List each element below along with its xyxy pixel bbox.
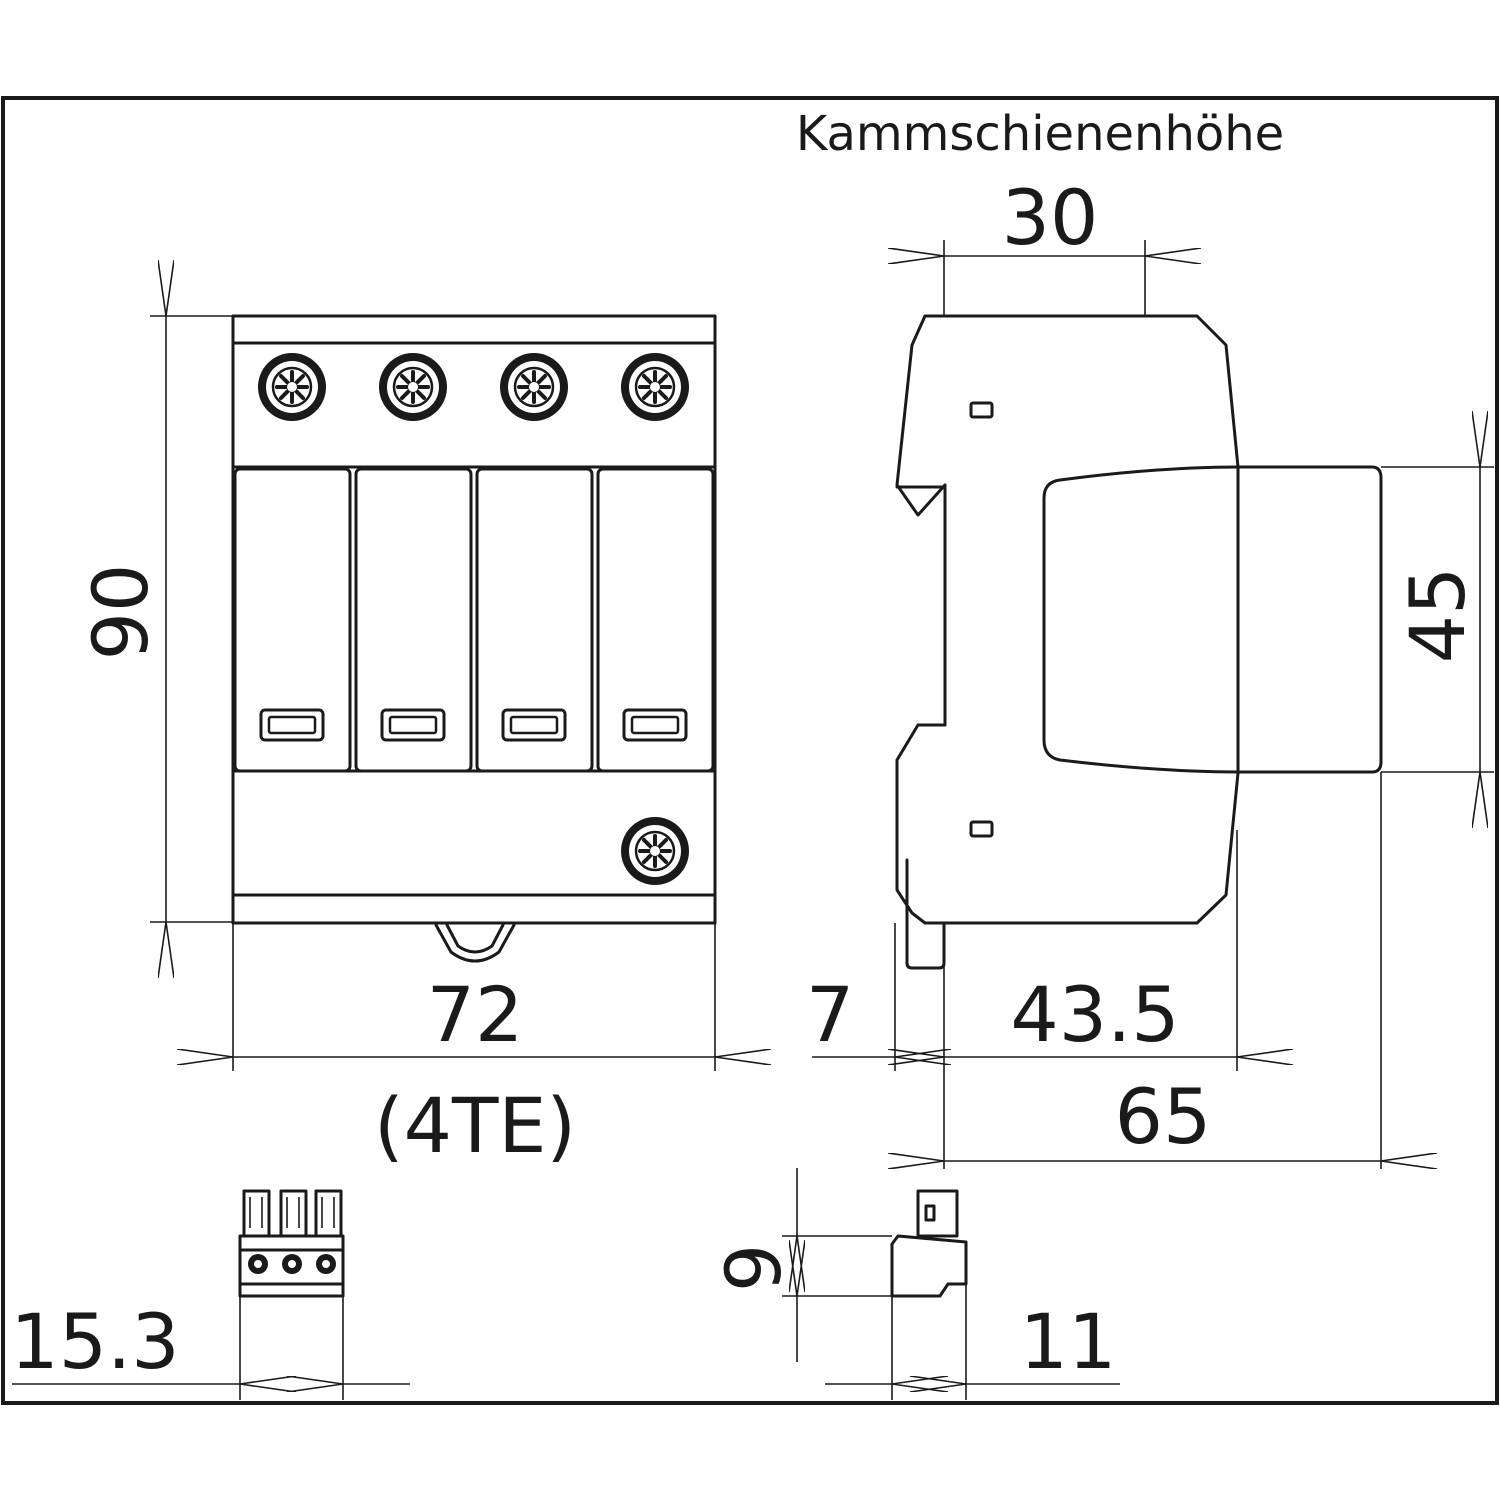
dim-rail-height-30: 30 [944, 173, 1145, 316]
side-view: Kammschienenhöhe [796, 106, 1383, 970]
side-housing [895, 314, 1240, 925]
plug-detail [890, 1189, 968, 1298]
screw-terminal-icon [377, 351, 449, 423]
status-window-icon [380, 708, 446, 742]
plug-module-side [1042, 465, 1383, 774]
dim-front-height-45: 45 [1381, 467, 1494, 772]
dim-offset-7: 7 [806, 923, 944, 1169]
depth-65-label: 65 [1115, 1072, 1212, 1161]
dim-connector-15-3: 15.3 [10, 1296, 410, 1400]
protection-module [233, 467, 352, 773]
din-foot [905, 921, 946, 970]
width-72-label: 72 [427, 970, 524, 1059]
dim-plug-11: 11 [825, 1284, 1120, 1400]
front-view [231, 314, 717, 963]
depth-43-5-label: 43.5 [1010, 970, 1179, 1059]
plug-9-label: 9 [709, 1244, 798, 1292]
status-window-icon [501, 708, 567, 742]
drawing-frame [1, 96, 1499, 1405]
protection-module [354, 467, 473, 773]
front-height-45-label: 45 [1393, 567, 1482, 664]
status-window-icon [622, 708, 688, 742]
rail-height-caption: Kammschienenhöhe [796, 106, 1284, 162]
screw-terminal-icon [619, 351, 691, 423]
connector-detail [238, 1189, 345, 1298]
dim-depth-43-5: 43.5 [944, 830, 1237, 1071]
dim-width-72: 72 (4TE) [233, 923, 715, 1170]
screw-terminal-icon [498, 351, 570, 423]
protection-module [596, 467, 715, 773]
rail-height-30-label: 30 [1002, 173, 1099, 262]
connector-15-3-label: 15.3 [10, 1297, 179, 1386]
screw-terminal-icon [619, 815, 691, 887]
width-4te-label: (4TE) [374, 1081, 576, 1170]
status-window-icon [259, 708, 325, 742]
dim-plug-9: 9 [709, 1168, 892, 1362]
protection-module [475, 467, 594, 773]
screw-terminal-icon [256, 351, 328, 423]
front-housing [231, 314, 717, 925]
offset-7-label: 7 [806, 970, 854, 1059]
din-clip [434, 923, 516, 963]
plug-11-label: 11 [1020, 1297, 1117, 1386]
height-90-label: 90 [76, 564, 165, 661]
dim-depth-65: 65 [944, 772, 1381, 1169]
dim-height-90: 90 [76, 316, 233, 922]
